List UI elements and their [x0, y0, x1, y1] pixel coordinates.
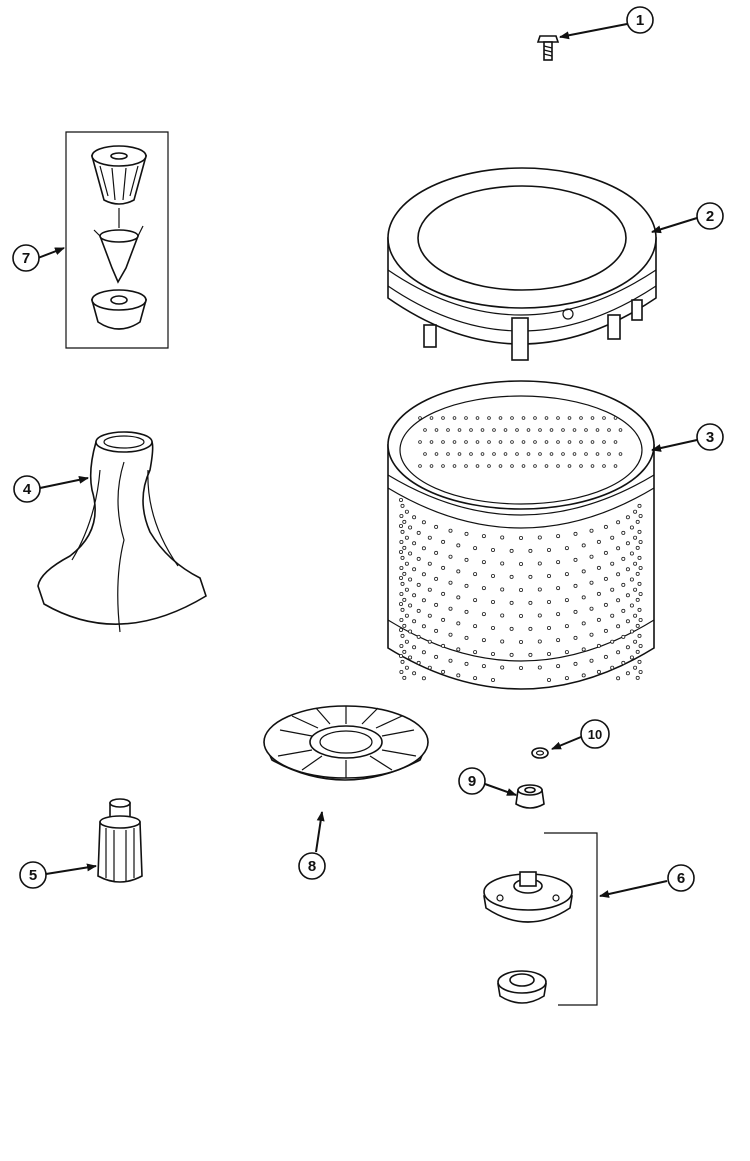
callout-label-6: 6 [677, 870, 685, 887]
callout-9: 9 [458, 767, 517, 796]
part-3-basket [387, 380, 655, 690]
callout-label-1: 1 [636, 12, 644, 29]
callout-10: 10 [551, 719, 610, 750]
part-6-seal-kit [483, 832, 598, 1006]
callout-label-3: 3 [706, 429, 714, 446]
callout-label-9: 9 [468, 773, 476, 790]
callout-label-8: 8 [308, 858, 316, 875]
callout-label-10: 10 [588, 727, 602, 742]
callout-1: 1 [559, 6, 654, 40]
callout-label-4: 4 [23, 481, 32, 498]
basket-perforations [398, 416, 643, 683]
part-2-balance-ring [387, 167, 657, 361]
callout-7: 7 [12, 244, 65, 272]
callout-5: 5 [19, 861, 97, 889]
callout-label-5: 5 [29, 867, 37, 884]
part-5-coupling [97, 798, 143, 883]
callout-8: 8 [298, 811, 326, 880]
part-1-screw [536, 35, 560, 61]
callout-2: 2 [651, 202, 724, 234]
callout-label-7: 7 [22, 250, 30, 267]
callout-label-2: 2 [706, 208, 714, 225]
part-9-nut [515, 784, 545, 809]
callout-3: 3 [651, 423, 724, 452]
callout-6: 6 [599, 864, 695, 898]
part-7-dispenser-assembly [65, 131, 169, 349]
part-4-agitator [37, 431, 207, 633]
part-10-washer [531, 747, 549, 759]
callout-4: 4 [13, 475, 89, 503]
part-8-hub-plate [263, 705, 429, 781]
